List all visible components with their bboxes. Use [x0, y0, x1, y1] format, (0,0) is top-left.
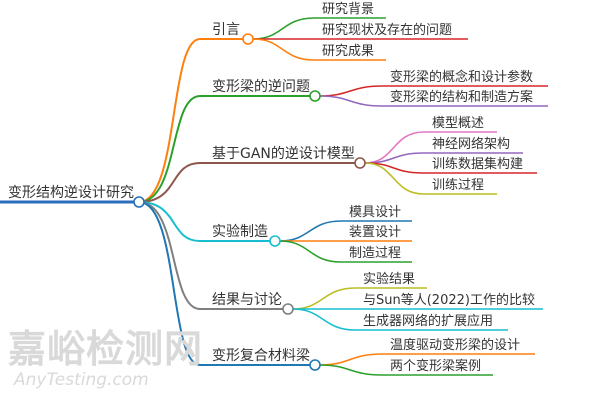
child-connector	[364, 162, 497, 195]
child-label: 变形梁的概念和设计参数	[390, 69, 533, 85]
child-label: 生成器网络的扩展应用	[363, 313, 493, 329]
child-label: 研究背景	[322, 2, 374, 17]
branch-connector	[138, 95, 310, 203]
branch-connector	[138, 162, 355, 203]
collapse-toggle[interactable]	[354, 157, 366, 169]
branch-connector	[138, 38, 243, 203]
child-connector	[319, 364, 493, 376]
branch-label: 变形复合材料梁	[212, 347, 310, 364]
branch-connector	[138, 201, 270, 242]
root-label: 变形结构逆设计研究	[8, 185, 134, 201]
child-label: 神经网络架构	[432, 136, 510, 152]
collapse-toggle[interactable]	[309, 90, 321, 102]
child-label: 训练过程	[432, 178, 484, 193]
child-label: 研究成果	[322, 44, 374, 59]
child-label: 装置设计	[349, 225, 401, 240]
branch-label: 实验制造	[212, 224, 268, 240]
child-connector	[292, 308, 508, 331]
branch-connector	[138, 201, 283, 310]
branch-label: 变形梁的逆问题	[212, 79, 310, 95]
branch-connector	[138, 201, 310, 366]
child-label: 实验结果	[363, 271, 415, 287]
branch-label: 引言	[212, 22, 240, 38]
branch-label: 基于GAN的逆设计模型	[212, 145, 355, 162]
collapse-toggle[interactable]	[269, 235, 281, 247]
child-label: 与Sun等人(2022)工作的比较	[363, 292, 535, 308]
watermark-cn: 嘉峪检测网	[8, 327, 204, 371]
branch-label: 结果与讨论	[212, 292, 282, 308]
child-label: 温度驱动变形梁的设计	[390, 337, 520, 353]
child-label: 研究现状及存在的问题	[322, 22, 452, 38]
child-connector	[292, 287, 427, 310]
collapse-toggle[interactable]	[309, 359, 321, 371]
child-connector	[319, 95, 548, 107]
collapse-toggle[interactable]	[242, 33, 254, 45]
child-label: 变形梁的结构和制造方案	[390, 89, 533, 105]
child-connector	[319, 353, 535, 366]
child-connector	[279, 240, 412, 263]
child-connector	[279, 220, 412, 242]
collapse-toggle[interactable]	[282, 303, 294, 315]
child-connector	[252, 38, 386, 61]
child-label: 两个变形梁案例	[390, 358, 481, 374]
child-connector	[252, 17, 386, 40]
child-label: 训练数据集构建	[432, 156, 523, 172]
root-collapse-toggle[interactable]	[133, 196, 145, 208]
child-label: 模具设计	[349, 205, 401, 220]
connectors	[0, 17, 548, 376]
nodes: 引言研究背景研究现状及存在的问题研究成果变形梁的逆问题变形梁的概念和设计参数变形…	[8, 2, 535, 374]
child-label: 制造过程	[349, 246, 401, 261]
watermark-en: AnyTesting.com	[14, 370, 149, 390]
child-label: 模型概述	[432, 116, 484, 131]
